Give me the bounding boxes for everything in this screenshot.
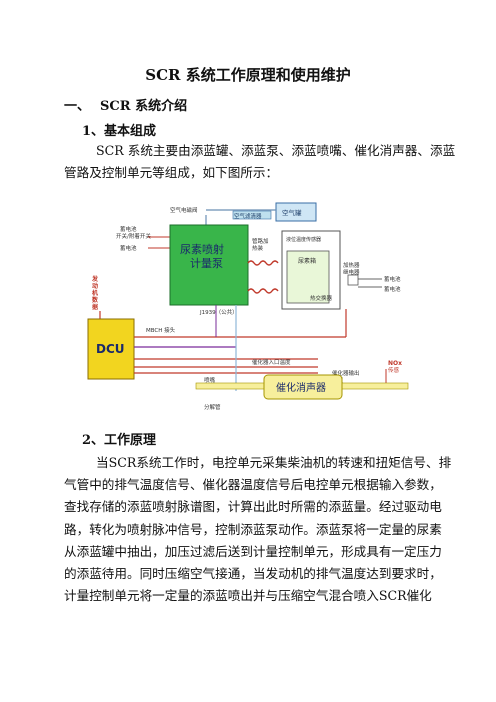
heater-relay-label-2: 继电器 (343, 268, 360, 276)
catalytic-muffler (263, 374, 343, 400)
battery-plus-label: 蓄电池 (384, 275, 401, 283)
paragraph-line: 查找存储的添蓝喷射脉谱图，计算出此时所需的添蓝量。经过驱动电 (64, 499, 442, 515)
mbch-label: MBCH 接头 (146, 326, 176, 334)
urea-tank-label: 尿素箱 (298, 257, 316, 265)
engine-data-label-3: 机 (92, 289, 98, 297)
line-heater-label-1: 管路加 (252, 237, 269, 245)
paragraph-line: 路，转化为喷射脉冲信号，控制添蓝泵动作。添蓝泵将一定量的尿素 (64, 521, 442, 537)
paragraph-line: 气管中的排气温度信号、催化器温度信号后电控单元根据输入参数， (64, 477, 442, 493)
decomposition-tube-label: 分解管 (204, 403, 221, 411)
paragraph-line: 从添蓝罐中抽出，加压过滤后送到计量控制单元，形成具有一定压力 (64, 543, 442, 559)
battery-neg-label: 蓄电池 (384, 285, 401, 293)
pump-label-2: 计量泵 (190, 257, 223, 270)
nox-label-2: 传感 (388, 366, 400, 374)
paragraph-line: 管路及控制单元等组成，如下图所示： (64, 165, 279, 181)
cat-temp-label: 催化器入口温度 (252, 358, 291, 366)
paragraph-line: 计量控制单元将一定量的添蓝喷出并与压缩空气混合喷入SCR催化 (64, 588, 432, 604)
air-tank (275, 202, 317, 222)
nozzle-label: 喷嘴 (204, 376, 216, 384)
battery-switch-label-2: 开关/附着开关 (116, 232, 151, 240)
pump-label-1: 尿素喷射 (180, 242, 224, 256)
engine-data-label-5: 据 (92, 303, 98, 311)
paragraph-line: SCR 系统主要由添蓝罐、添蓝泵、添蓝喷嘴、催化消声器、添蓝 (96, 143, 456, 158)
air-filter-label: 空气滤清器 (234, 212, 262, 220)
paragraph-line: 当SCR系统工作时，电控单元采集柴油机的转速和扭矩信号、排 (96, 455, 452, 470)
paragraph-line: 的添蓝待用。同时压缩空气接通，当发动机的排气温度达到要求时， (64, 566, 442, 582)
air-filter (232, 210, 272, 220)
air-tank-label: 空气罐 (282, 208, 302, 217)
battery-minus-label: 蓄电池 (120, 244, 137, 252)
document-title: SCR 系统工作原理和使用维护 (145, 66, 351, 84)
heat-exchanger-label: 热交换器 (310, 294, 333, 302)
subsection-heading-principle: 2、工作原理 (82, 433, 157, 448)
air-valve-label: 空气电磁阀 (170, 206, 198, 214)
scr-system-diagram: 空气罐 空气滤清器 空气电磁阀 蓄电池 开关/附着开关 蓄电池 尿素喷射 计量泵… (87, 202, 409, 411)
engine-data-label-1: 发 (91, 275, 98, 283)
section-heading-1: 一、 SCR 系统介绍 (64, 95, 187, 114)
catalytic-muffler-label: 催化消声器 (276, 381, 326, 394)
heater-relay (347, 274, 359, 286)
subsection-heading-composition: 1、基本组成 (82, 124, 157, 139)
j1939-label: J1939（公共） (199, 308, 238, 316)
dcu-label: DCU (96, 342, 125, 356)
battery-switch-label: 蓄电池 (120, 225, 137, 233)
heater-coil-bottom (247, 288, 279, 294)
line-heater-label-2: 热装 (252, 244, 264, 252)
section-title: SCR 系统介绍 (100, 99, 188, 114)
dcu-unit (87, 318, 135, 380)
paragraph-principle: 当SCR系统工作时，电控单元采集柴油机的转速和扭矩信号、排 气管中的排气温度信号… (64, 452, 452, 607)
cat-out-label-1: 催化器输出 (332, 369, 360, 377)
heater-relay-label-1: 加热器 (343, 261, 360, 269)
urea-injection-pump (169, 224, 249, 306)
paragraph-composition: SCR 系统主要由添蓝罐、添蓝泵、添蓝喷嘴、催化消声器、添蓝 管路及控制单元等组… (64, 140, 456, 184)
engine-data-label-2: 动 (92, 282, 98, 290)
section-number: 一、 (64, 99, 91, 114)
heater-coil-top (247, 260, 279, 266)
nox-label-1: NOx (388, 360, 402, 367)
level-sensor-label: 液位温度传感器 (286, 236, 321, 243)
urea-tank (286, 250, 330, 304)
engine-data-label-4: 数 (92, 296, 99, 304)
